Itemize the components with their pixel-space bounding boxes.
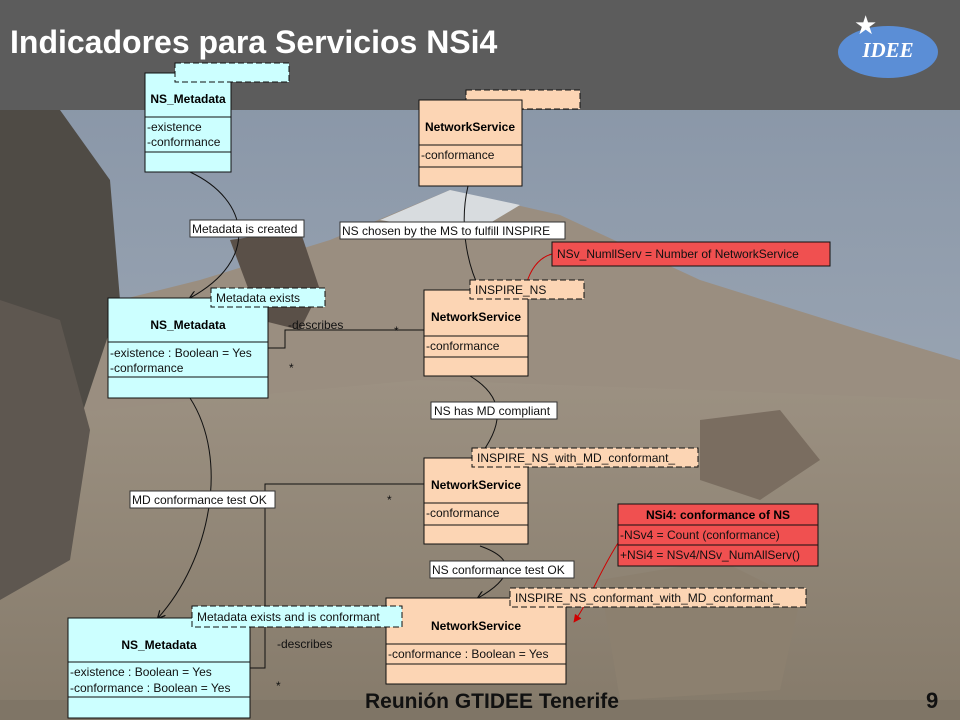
note-nsi4: NSi4: conformance of NS -NSv4 = Count (c… — [617, 503, 819, 567]
stereotype-box — [509, 587, 807, 608]
association-line — [250, 483, 425, 669]
class-ns-metadata-2: NS_Metadata -existence : Boolean = Yes -… — [107, 297, 269, 399]
class-name: NetworkService — [425, 120, 515, 134]
transition-label-box — [129, 490, 276, 509]
stereotype-label: INSPIRE_NS_with_MD_conformant_ — [477, 451, 675, 465]
transition-label-box — [189, 219, 305, 238]
class-name: NS_Metadata — [150, 92, 226, 106]
idee-logo: ★ IDEE — [838, 12, 938, 78]
class-ns-metadata-1: NS_Metadata -existence -conformance — [144, 72, 232, 173]
class-attribute: -conformance — [110, 361, 184, 375]
class-attribute: -conformance : Boolean = Yes — [388, 647, 548, 661]
class-name: NS_Metadata — [150, 318, 226, 332]
class-network-service-3: NetworkService -conformance — [423, 457, 529, 545]
multiplicity: * — [276, 679, 281, 693]
association-label: -describes — [288, 318, 343, 332]
transition-label: NS conformance test OK — [432, 563, 565, 577]
stereotype-box — [174, 62, 290, 83]
stereotype-box — [471, 447, 699, 468]
note-numallserv — [551, 241, 831, 267]
stereotype-label: Metadata exists — [216, 291, 300, 305]
class-network-service-1: NetworkService -conformance — [418, 99, 523, 187]
page-number: 9 — [926, 688, 939, 713]
association-label: -describes — [277, 637, 332, 651]
logo-oval — [838, 26, 938, 78]
note-connector — [573, 539, 621, 623]
multiplicity: * — [289, 361, 294, 375]
class-name: NetworkService — [431, 478, 521, 492]
note-text: -NSv4 = Count (conformance) — [620, 528, 780, 542]
class-attribute: -conformance — [426, 506, 500, 520]
slide-title: Indicadores para Servicios NSi4 — [10, 24, 498, 60]
transition-label: Metadata is created — [192, 222, 297, 236]
note-text: +NSi4 = NSv4/NSv_NumAllServ() — [620, 548, 800, 562]
class-attribute: -conformance : Boolean = Yes — [70, 681, 230, 695]
multiplicity: * — [394, 324, 399, 338]
transition-label: MD conformance test OK — [132, 493, 267, 507]
class-ns-metadata-3: NS_Metadata -existence : Boolean = Yes -… — [67, 617, 251, 719]
stereotype-label: INSPIRE_NS — [475, 283, 546, 297]
class-name: NetworkService — [431, 619, 521, 633]
association-line — [268, 329, 425, 349]
class-network-service-2: NetworkService -conformance — [423, 289, 529, 377]
transition-label-box — [429, 560, 575, 579]
footer-text: Reunión GTIDEE Tenerife — [365, 690, 619, 713]
class-name: NS_Metadata — [121, 638, 197, 652]
transition-label: NS has MD compliant — [434, 404, 551, 418]
stereotype-box — [469, 279, 585, 300]
multiplicity: * — [387, 493, 392, 507]
class-name: NetworkService — [431, 310, 521, 324]
transition-label-box — [430, 401, 558, 420]
note-title: NSi4: conformance of NS — [646, 508, 790, 522]
logo-text: IDEE — [862, 38, 914, 62]
transition-label-box — [339, 221, 566, 240]
class-attribute: -conformance — [426, 339, 500, 353]
class-attribute: -existence : Boolean = Yes — [70, 665, 212, 679]
class-network-service-4: NetworkService -conformance : Boolean = … — [385, 597, 567, 685]
star-icon: ★ — [854, 10, 878, 40]
stereotype-label: Metadata exists and is conformant — [197, 610, 380, 624]
stereotype-label: INSPIRE_NS_conformant_with_MD_conformant… — [515, 591, 780, 605]
class-attribute: -conformance — [147, 135, 221, 149]
class-attribute: -existence — [147, 120, 202, 134]
note-text: NSv_NumllServ = Number of NetworkService — [557, 247, 799, 261]
class-attribute: -conformance — [421, 148, 495, 162]
stereotype-box — [210, 287, 326, 308]
transition-label: NS chosen by the MS to fulfill INSPIRE — [342, 224, 550, 238]
class-attribute: -existence : Boolean = Yes — [110, 346, 252, 360]
stereotype-box — [191, 605, 403, 628]
transition-arrow — [158, 397, 212, 618]
